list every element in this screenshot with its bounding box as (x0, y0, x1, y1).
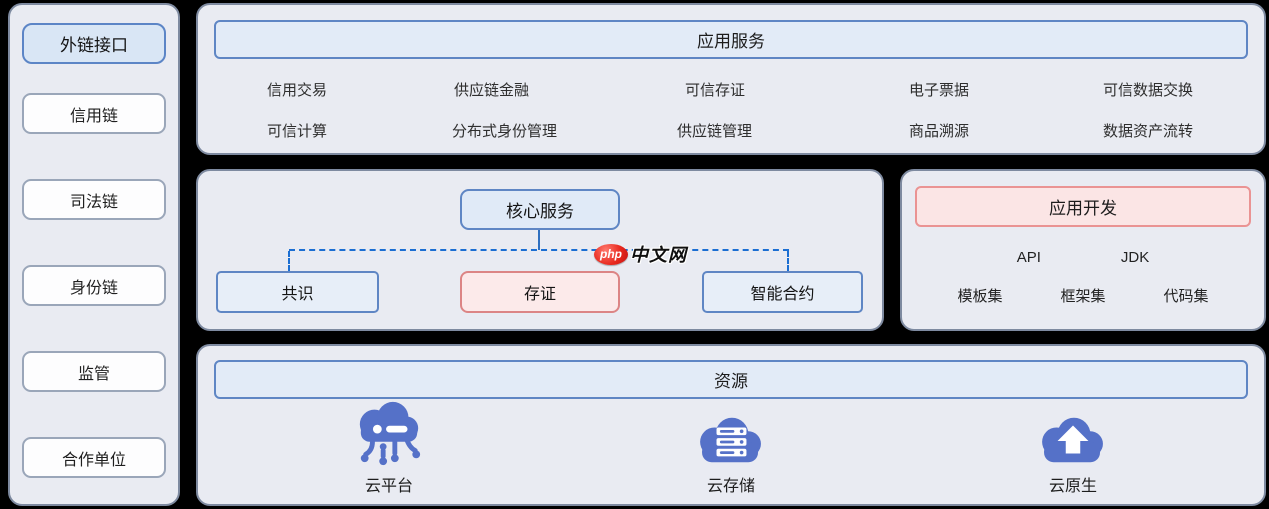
resource-label: 云存储 (706, 478, 755, 495)
sidebar-external-interfaces: 外链接口 信用链 司法链 身份链 监管 合作单位 (8, 3, 180, 506)
app-dev-header: 应用开发 (915, 186, 1251, 227)
php-logo-icon: php (594, 243, 628, 265)
app-dev-jdk: JDK (1120, 249, 1150, 266)
app-dev-api: API (1016, 249, 1041, 266)
service-data-asset-flow: 数据资产流转 (1103, 123, 1194, 140)
sidebar-item-label: 监管 (77, 365, 110, 383)
sidebar-item-label: 司法链 (69, 193, 118, 211)
app-dev-row-2: 模板集 框架集 代码集 (902, 285, 1264, 306)
service-e-invoice: 电子票据 (909, 82, 970, 99)
app-dev-template-set: 模板集 (957, 288, 1003, 305)
app-dev-panel: 应用开发 API JDK 模板集 框架集 代码集 (900, 169, 1266, 331)
resources-header: 资源 (214, 360, 1248, 399)
connector-dashed-drop-right (787, 251, 789, 271)
core-services-header: 核心服务 (460, 189, 620, 230)
sidebar-item-label: 信用链 (69, 107, 118, 125)
sidebar-item-label: 合作单位 (61, 451, 126, 469)
service-trusted-deposit: 可信存证 (685, 82, 746, 99)
connector-dashed-horizontal (289, 249, 789, 251)
service-supplychain-finance: 供应链金融 (454, 82, 530, 99)
connector-vertical-line (538, 230, 540, 250)
core-child-smart-contract: 智能合约 (702, 271, 863, 313)
core-child-label: 存证 (523, 286, 556, 303)
cloud-native-icon (1035, 402, 1111, 468)
sidebar-header-external-interface: 外链接口 (22, 23, 166, 64)
sidebar-item-judicial-chain: 司法链 (22, 179, 166, 220)
php-watermark: php 中文网 (594, 241, 687, 267)
service-distributed-identity: 分布式身份管理 (452, 123, 558, 140)
connector-dashed-drop-left (288, 251, 290, 271)
app-dev-row-1: API JDK (902, 249, 1264, 266)
sidebar-item-credit-chain: 信用链 (22, 93, 166, 134)
resources-title: 资源 (714, 372, 748, 391)
core-services-panel: 核心服务 php 中文网 共识 存证 智能合约 (196, 169, 884, 331)
app-services-header: 应用服务 (214, 20, 1248, 59)
service-supplychain-mgmt: 供应链管理 (677, 123, 753, 140)
sidebar-item-supervision: 监管 (22, 351, 166, 392)
sidebar-item-partners: 合作单位 (22, 437, 166, 478)
core-services-title: 核心服务 (506, 202, 574, 221)
app-services-panel: 应用服务 信用交易 供应链金融 可信存证 电子票据 可信数据交换 可信计算 分布… (196, 3, 1266, 155)
cloud-storage-icon (693, 402, 769, 468)
core-child-label: 共识 (281, 286, 314, 303)
resource-cloud-platform: 云平台 (351, 401, 427, 496)
app-dev-framework-set: 框架集 (1060, 288, 1106, 305)
resource-label: 云原生 (1048, 478, 1097, 495)
core-child-consensus: 共识 (216, 271, 379, 313)
resource-cloud-storage: 云存储 (693, 402, 769, 496)
service-trusted-computing: 可信计算 (267, 123, 328, 140)
resources-panel: 资源 (196, 344, 1266, 506)
resources-row: 云平台 (218, 398, 1244, 496)
sidebar-item-label: 身份链 (69, 279, 118, 297)
resource-label: 云平台 (364, 478, 413, 495)
app-dev-title: 应用开发 (1049, 199, 1117, 218)
app-services-title: 应用服务 (697, 32, 765, 51)
sidebar-header-label: 外链接口 (60, 36, 128, 55)
cloud-platform-icon (351, 401, 427, 468)
service-product-traceability: 商品溯源 (909, 123, 970, 140)
service-trusted-data-exchange: 可信数据交换 (1103, 82, 1194, 99)
core-child-label: 智能合约 (750, 286, 815, 303)
php-watermark-text: 中文网 (630, 245, 687, 265)
app-dev-code-set: 代码集 (1163, 288, 1209, 305)
resource-cloud-native: 云原生 (1035, 402, 1111, 496)
service-credit-trading: 信用交易 (267, 82, 328, 99)
sidebar-item-identity-chain: 身份链 (22, 265, 166, 306)
core-child-evidence: 存证 (460, 271, 620, 313)
